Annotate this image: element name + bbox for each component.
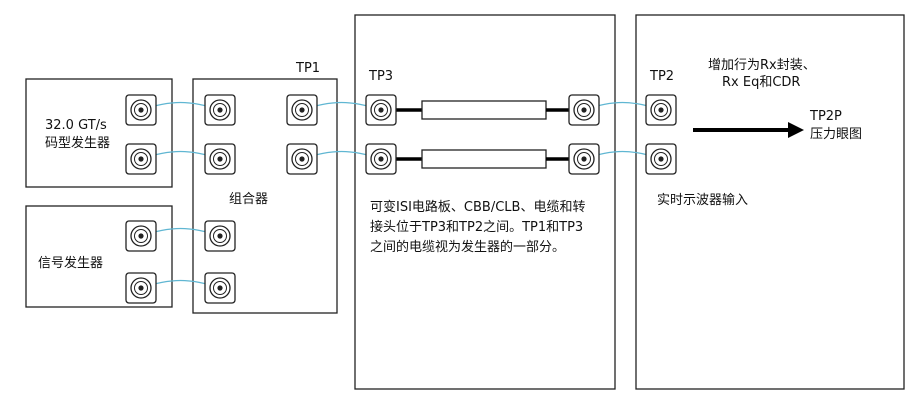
combiner-input-connector-2: [204, 143, 236, 175]
combiner-box: [192, 78, 338, 314]
rx-processing-label-line2: Rx Eq和CDR: [722, 75, 801, 90]
tp2-connector-b: [645, 143, 677, 175]
pattern-generator-label-name: 码型发生器: [45, 136, 111, 151]
isi-element-b: [421, 149, 547, 169]
signal-generator-box: [25, 205, 173, 308]
combiner-input-connector-1: [204, 94, 236, 126]
tp2-connector-a: [645, 94, 677, 126]
combiner-input-connector-4: [204, 272, 236, 304]
isi-element-a: [421, 100, 547, 120]
signal-gen-connector-2: [125, 272, 157, 304]
stressed-eye-label: 压力眼图: [810, 127, 863, 142]
tp1-connector-a: [286, 94, 318, 126]
isi-description: 可变ISI电路板、CBB/CLB、电缆和转接头位于TP3和TP2之间。TP1和T…: [370, 200, 586, 255]
output-arrow: [693, 122, 804, 138]
tp3-connector-a: [365, 94, 397, 126]
pattern-gen-connector-2: [125, 143, 157, 175]
tp1-label: TP1: [296, 61, 321, 76]
rx-processing-label-line1: 增加行为Rx封装、: [708, 58, 816, 73]
isi-board-output-connector-a: [568, 94, 600, 126]
pattern-gen-connector-1: [125, 94, 157, 126]
isi-board-box: [354, 14, 616, 390]
isi-trace-b: [396, 149, 569, 169]
oscilloscope-box: [635, 14, 905, 390]
isi-trace-a: [396, 100, 569, 120]
tp2-label: TP2: [650, 69, 675, 84]
signal-generator-label: 信号发生器: [38, 256, 104, 271]
combiner-input-connector-3: [204, 220, 236, 252]
tp2p-label: TP2P: [810, 109, 842, 124]
isi-board-output-connector-b: [568, 143, 600, 175]
scope-input-label: 实时示波器输入: [657, 193, 749, 208]
tp1-connector-b: [286, 143, 318, 175]
signal-gen-connector-1: [125, 220, 157, 252]
tp3-connector-b: [365, 143, 397, 175]
combiner-label: 组合器: [229, 192, 269, 207]
pattern-generator-box: [25, 78, 173, 188]
pattern-generator-label-rate: 32.0 GT/s: [45, 118, 107, 133]
tp3-label: TP3: [369, 69, 394, 84]
